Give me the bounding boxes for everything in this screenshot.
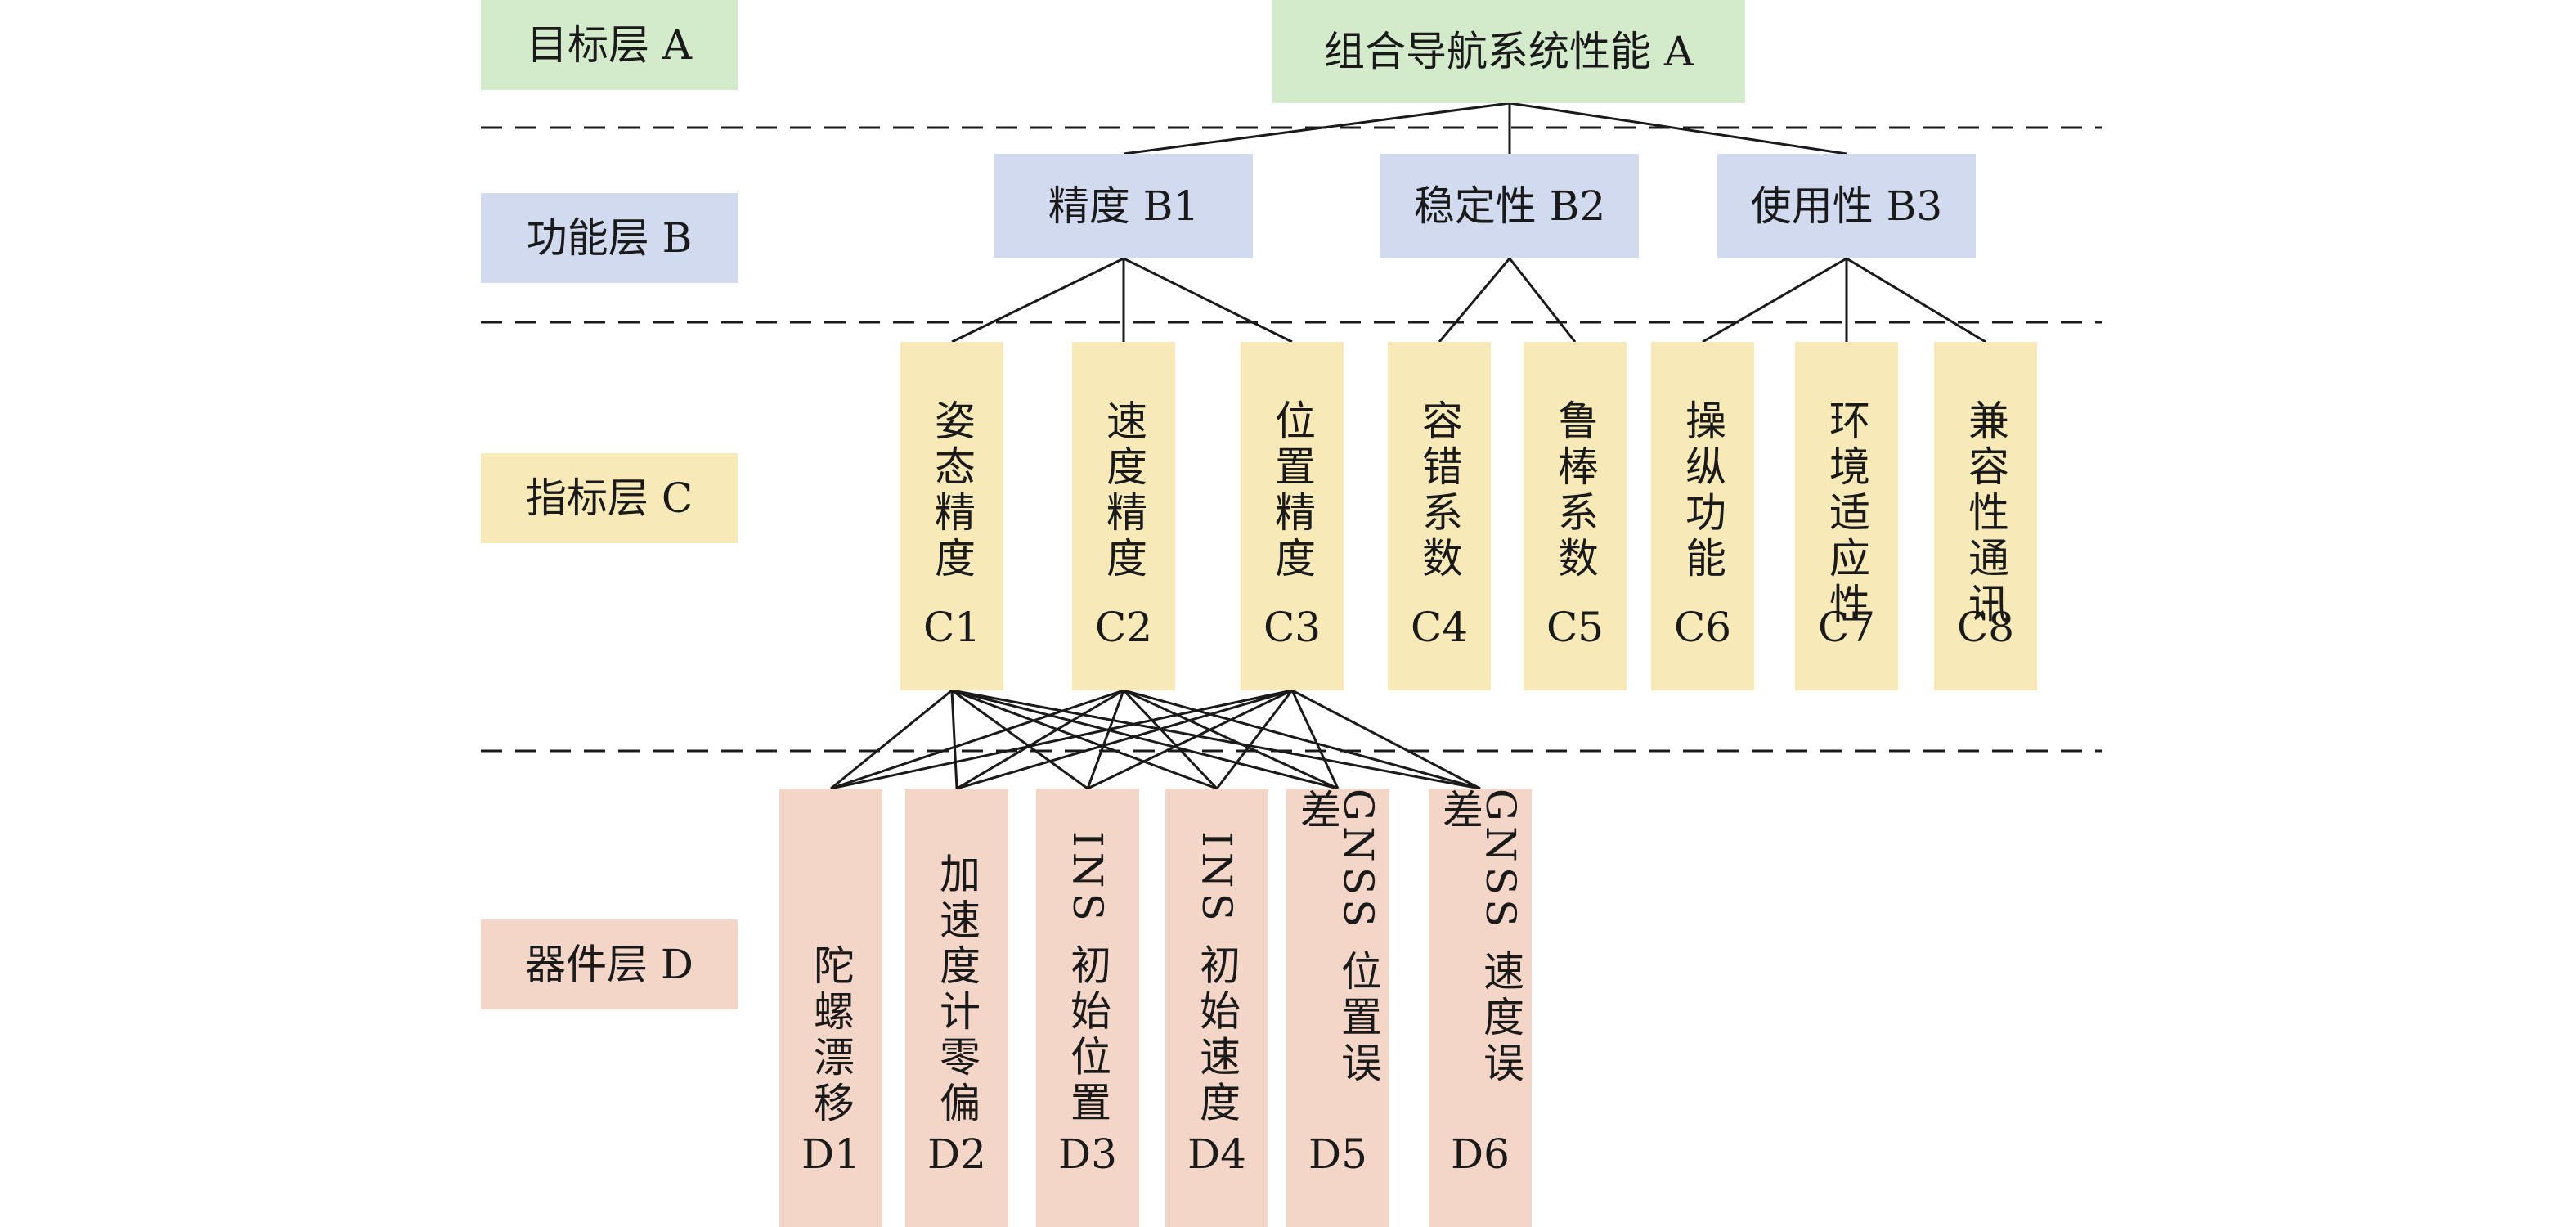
device-code: D1 xyxy=(801,1130,860,1178)
indicator-node-c7: 环境适应性 C7 xyxy=(1795,342,1898,690)
indicator-text: 容错系数 xyxy=(1416,399,1463,582)
indicator-node-c6: 操纵功能 C6 xyxy=(1651,342,1754,690)
device-text: INS 初始位置 xyxy=(1064,831,1111,1127)
indicator-code: C1 xyxy=(922,604,981,651)
indicator-node-c3: 位置精度 C3 xyxy=(1241,342,1344,690)
indicator-code: C8 xyxy=(1956,604,2015,651)
device-text: GNSS 速度误差 xyxy=(1436,789,1524,1088)
device-code: D5 xyxy=(1308,1130,1367,1178)
layer-label-indicator: 指标层 C xyxy=(481,453,738,543)
indicator-node-c4: 容错系数 C4 xyxy=(1388,342,1491,690)
indicator-code: C3 xyxy=(1263,604,1322,651)
indicator-text: 鲁棒系数 xyxy=(1551,399,1599,582)
device-text: 陀螺漂移 xyxy=(807,944,855,1127)
indicator-text: 环境适应性 xyxy=(1823,399,1870,628)
device-node-d1: 陀螺漂移 D1 xyxy=(779,789,882,1227)
indicator-node-c2: 速度精度 C2 xyxy=(1072,342,1175,690)
device-node-d2: 加速度计零偏 D2 xyxy=(905,789,1008,1227)
links-a-to-b xyxy=(1123,101,1847,155)
function-node-b1: 精度 B1 xyxy=(994,154,1253,258)
device-node-d5: GNSS 位置误差 D5 xyxy=(1286,789,1389,1227)
indicator-code: C2 xyxy=(1094,604,1153,651)
device-text: GNSS 位置误差 xyxy=(1294,789,1382,1088)
device-code: D6 xyxy=(1451,1130,1510,1178)
device-text: 加速度计零偏 xyxy=(933,852,981,1127)
indicator-text: 兼容性通讯 xyxy=(1962,399,2009,628)
device-node-d6: GNSS 速度误差 D6 xyxy=(1429,789,1532,1227)
indicator-node-c1: 姿态精度 C1 xyxy=(900,342,1003,690)
device-code: D3 xyxy=(1058,1130,1117,1178)
device-code: D2 xyxy=(927,1130,986,1178)
indicator-code: C7 xyxy=(1817,604,1876,651)
function-node-b2: 稳定性 B2 xyxy=(1380,154,1639,258)
indicator-code: C4 xyxy=(1410,604,1469,651)
indicator-node-c5: 鲁棒系数 C5 xyxy=(1524,342,1627,690)
indicator-code: C5 xyxy=(1546,604,1604,651)
indicator-code: C6 xyxy=(1673,604,1732,651)
indicator-text: 操纵功能 xyxy=(1679,399,1726,582)
indicator-text: 位置精度 xyxy=(1268,399,1316,582)
layer-label-function: 功能层 B xyxy=(481,193,738,283)
function-node-b3: 使用性 B3 xyxy=(1717,154,1976,258)
layer-label-device: 器件层 D xyxy=(481,919,738,1009)
indicator-text: 姿态精度 xyxy=(928,399,976,582)
device-text: INS 初始速度 xyxy=(1193,831,1241,1127)
links-b-to-c xyxy=(951,257,1986,344)
layer-label-goal: 目标层 A xyxy=(481,0,738,90)
device-code: D4 xyxy=(1187,1130,1246,1178)
device-node-d4: INS 初始速度 D4 xyxy=(1165,789,1268,1227)
links-c-to-d xyxy=(830,689,1481,790)
indicator-text: 速度精度 xyxy=(1100,399,1147,582)
indicator-node-c8: 兼容性通讯 C8 xyxy=(1934,342,2037,690)
goal-node: 组合导航系统性能 A xyxy=(1272,0,1745,103)
device-node-d3: INS 初始位置 D3 xyxy=(1036,789,1139,1227)
